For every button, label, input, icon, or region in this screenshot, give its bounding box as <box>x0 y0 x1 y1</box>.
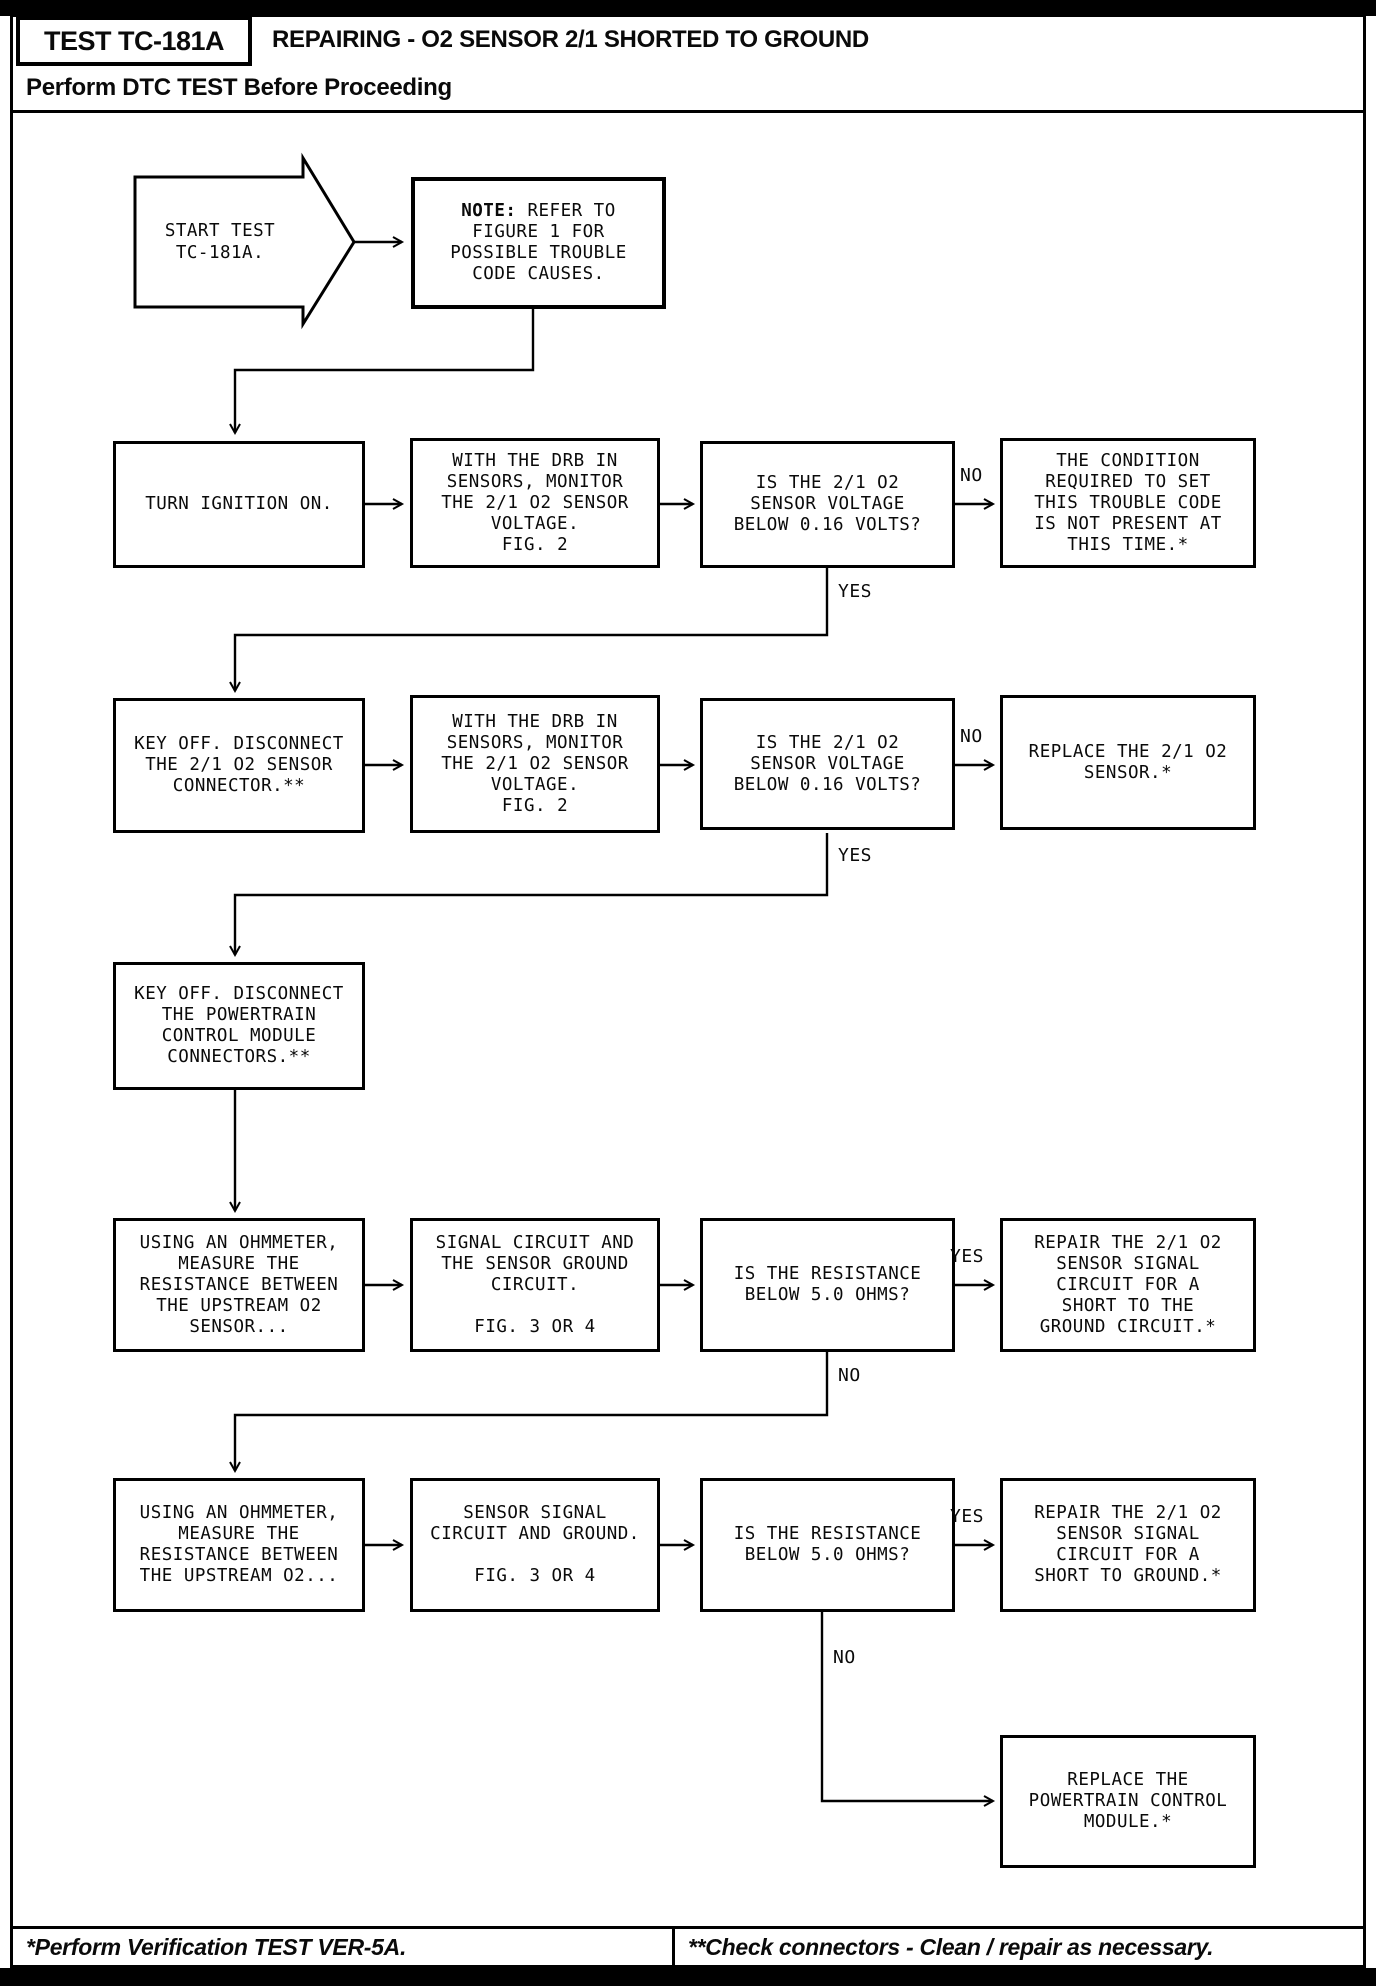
edge-label-yes-1: YES <box>838 581 873 602</box>
edge-label-no-5: NO <box>833 1647 856 1668</box>
edge-label-no-1: NO <box>960 465 983 486</box>
page-subtitle: Perform DTC TEST Before Proceeding <box>26 74 452 101</box>
node-signal-and-ground-circuit: SIGNAL CIRCUIT AND THE SENSOR GROUND CIR… <box>410 1218 660 1352</box>
node-monitor-voltage-1: WITH THE DRB IN SENSORS, MONITOR THE 2/1… <box>410 438 660 568</box>
node-condition-not-present: THE CONDITION REQUIRED TO SET THIS TROUB… <box>1000 438 1256 568</box>
edge-label-yes-5: YES <box>950 1506 985 1527</box>
footer-cell-divider <box>672 1926 675 1970</box>
decision-resistance-2: IS THE RESISTANCE BELOW 5.0 OHMS? <box>700 1478 955 1612</box>
node-measure-resistance-1: USING AN OHMMETER, MEASURE THE RESISTANC… <box>113 1218 365 1352</box>
node-monitor-voltage-2: WITH THE DRB IN SENSORS, MONITOR THE 2/1… <box>410 695 660 833</box>
node-replace-o2-sensor: REPLACE THE 2/1 O2 SENSOR.* <box>1000 695 1256 830</box>
footer-divider <box>10 1926 1366 1929</box>
note-text: REFER TO FIGURE 1 FOR POSSIBLE TROUBLE C… <box>450 201 627 284</box>
top-scan-bar <box>0 0 1376 16</box>
test-id-box: TEST TC-181A <box>16 16 252 66</box>
decision-voltage-below-2: IS THE 2/1 O2 SENSOR VOLTAGE BELOW 0.16 … <box>700 698 955 830</box>
note-prefix: NOTE: <box>461 201 517 221</box>
node-repair-short-to-ground: REPAIR THE 2/1 O2 SENSOR SIGNAL CIRCUIT … <box>1000 1478 1256 1612</box>
node-repair-short-to-ground-circuit: REPAIR THE 2/1 O2 SENSOR SIGNAL CIRCUIT … <box>1000 1218 1256 1352</box>
edge-label-no-4: NO <box>838 1365 861 1386</box>
page-title: REPAIRING - O2 SENSOR 2/1 SHORTED TO GRO… <box>272 26 869 53</box>
decision-voltage-below-1: IS THE 2/1 O2 SENSOR VOLTAGE BELOW 0.16 … <box>700 441 955 568</box>
edge-label-yes-4: YES <box>950 1246 985 1267</box>
node-disconnect-pcm: KEY OFF. DISCONNECT THE POWERTRAIN CONTR… <box>113 962 365 1090</box>
footnote-connectors: **Check connectors - Clean / repair as n… <box>688 1934 1214 1960</box>
edge-label-yes-2: YES <box>838 845 873 866</box>
footnote-verification: *Perform Verification TEST VER-5A. <box>26 1934 407 1960</box>
start-node: START TEST TC-181A. <box>164 221 276 263</box>
note-box: NOTE: REFER TO FIGURE 1 FOR POSSIBLE TRO… <box>411 177 666 309</box>
node-disconnect-o2-connector: KEY OFF. DISCONNECT THE 2/1 O2 SENSOR CO… <box>113 698 365 833</box>
bottom-scan-bar <box>0 1968 1376 1986</box>
node-turn-ignition-on: TURN IGNITION ON. <box>113 441 365 568</box>
decision-resistance-1: IS THE RESISTANCE BELOW 5.0 OHMS? <box>700 1218 955 1352</box>
header-divider <box>10 110 1366 113</box>
node-measure-resistance-2: USING AN OHMMETER, MEASURE THE RESISTANC… <box>113 1478 365 1612</box>
edge-label-no-2: NO <box>960 726 983 747</box>
node-signal-circuit-and-ground: SENSOR SIGNAL CIRCUIT AND GROUND. FIG. 3… <box>410 1478 660 1612</box>
node-replace-pcm: REPLACE THE POWERTRAIN CONTROL MODULE.* <box>1000 1735 1256 1868</box>
